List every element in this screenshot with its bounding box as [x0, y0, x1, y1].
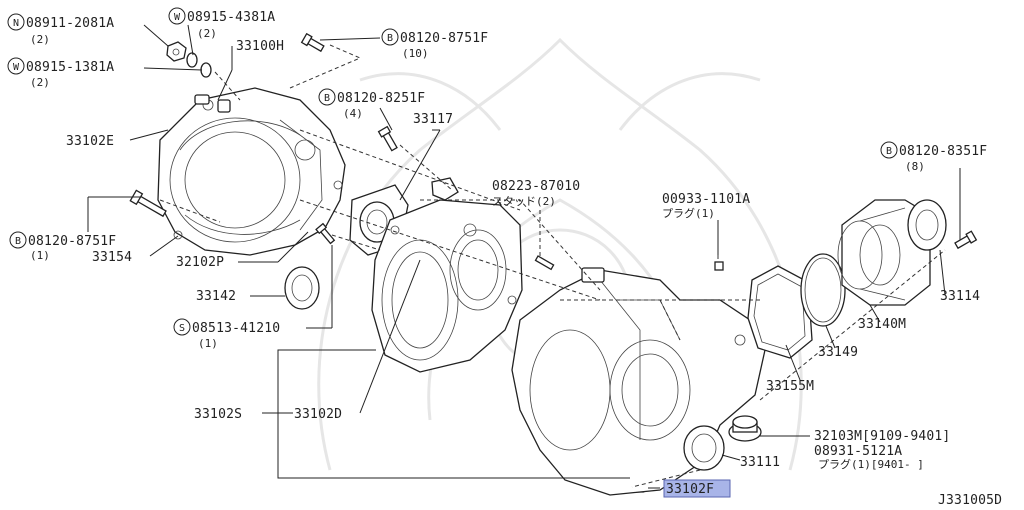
label-08223-87010[interactable]: 08223-87010	[492, 179, 580, 194]
badge-b-08120-8751-top: B	[381, 28, 399, 46]
label-33140M[interactable]: 33140M	[858, 317, 906, 332]
qty-08915-4381: (2)	[197, 27, 217, 40]
label-33102S[interactable]: 33102S	[194, 407, 242, 422]
label-08915-4381A[interactable]: 08915-4381A	[187, 10, 275, 25]
front-case-33102E[interactable]	[157, 87, 346, 256]
svg-text:B: B	[15, 236, 21, 247]
nut-and-washers[interactable]	[166, 41, 212, 78]
oil-seal-33142[interactable]	[284, 266, 320, 310]
alignment-lines	[159, 44, 946, 488]
label-33117[interactable]: 33117	[413, 112, 453, 127]
label-08513-41210[interactable]: 08513-41210	[192, 321, 280, 336]
label-32103M[interactable]: 32103M[9109-9401]	[814, 429, 950, 444]
badge-b-08120-8251: B	[318, 88, 336, 106]
o-ring-33149[interactable]	[800, 253, 846, 327]
label-08915-1381A[interactable]: 08915-1381A	[26, 60, 114, 75]
label-08120-8751F-top[interactable]: 08120-8751F	[400, 31, 488, 46]
svg-text:N: N	[13, 18, 19, 29]
label-33149[interactable]: 33149	[818, 345, 858, 360]
highlight-33102F	[663, 479, 731, 498]
oil-seal-33114[interactable]	[907, 199, 947, 251]
bolts[interactable]	[129, 32, 978, 493]
svg-text:B: B	[387, 33, 393, 44]
label-33155M[interactable]: 33155M	[766, 379, 814, 394]
label-33142[interactable]: 33142	[196, 289, 236, 304]
label-00933-1101A[interactable]: 00933-1101A	[662, 192, 750, 207]
label-33111[interactable]: 33111	[740, 455, 780, 470]
oil-seal-33111[interactable]	[683, 425, 725, 471]
qty-08120-8751-top: (10)	[402, 47, 429, 60]
note-00933: プラグ(1)	[662, 206, 715, 220]
qty-08120-8351: (8)	[905, 160, 925, 173]
label-08931-5121A[interactable]: 08931-5121A	[814, 444, 902, 459]
svg-text:W: W	[13, 62, 20, 73]
leader-lines	[87, 24, 961, 489]
diagram-code: J331005D	[938, 493, 1002, 508]
qty-08120-8751-left: (1)	[30, 249, 50, 262]
badge-b-08120-8351: B	[880, 141, 898, 159]
label-33114[interactable]: 33114	[940, 289, 980, 304]
label-33100H[interactable]: 33100H	[236, 39, 284, 54]
label-08120-8751F-left[interactable]: 08120-8751F	[28, 234, 116, 249]
label-33102E[interactable]: 33102E	[66, 134, 114, 149]
qty-08915-1381: (2)	[30, 76, 50, 89]
label-33154[interactable]: 33154	[92, 250, 132, 265]
qty-08513: (1)	[198, 337, 218, 350]
gasket-33155M[interactable]	[747, 265, 813, 359]
badge-s-08513: S	[173, 318, 191, 336]
label-08120-8251F[interactable]: 08120-8251F	[337, 91, 425, 106]
badge-w-08915-4381: W	[168, 7, 186, 25]
note-08931: プラグ(1)[9401- ]	[818, 457, 924, 471]
badge-n-08911: N	[7, 13, 25, 31]
label-32102P[interactable]: 32102P	[176, 255, 224, 270]
qty-08911: (2)	[30, 33, 50, 46]
svg-text:B: B	[324, 93, 330, 104]
label-08911-2081A[interactable]: 08911-2081A	[26, 16, 114, 31]
svg-text:W: W	[174, 12, 181, 23]
svg-text:S: S	[179, 323, 185, 334]
label-33102D[interactable]: 33102D	[294, 407, 342, 422]
badge-w-08915-1381: W	[7, 57, 25, 75]
rear-case-33102F[interactable]	[511, 267, 766, 496]
middle-case-33102D[interactable]	[371, 199, 523, 373]
label-08120-8351F[interactable]: 08120-8351F	[899, 144, 987, 159]
note-08223: スタッド(2)	[492, 195, 556, 208]
plug-32103M[interactable]	[728, 415, 762, 442]
badge-b-08120-8751-left: B	[9, 231, 27, 249]
svg-text:B: B	[886, 146, 892, 157]
label-33102F[interactable]: 33102F	[666, 482, 714, 497]
qty-08120-8251: (4)	[343, 107, 363, 120]
